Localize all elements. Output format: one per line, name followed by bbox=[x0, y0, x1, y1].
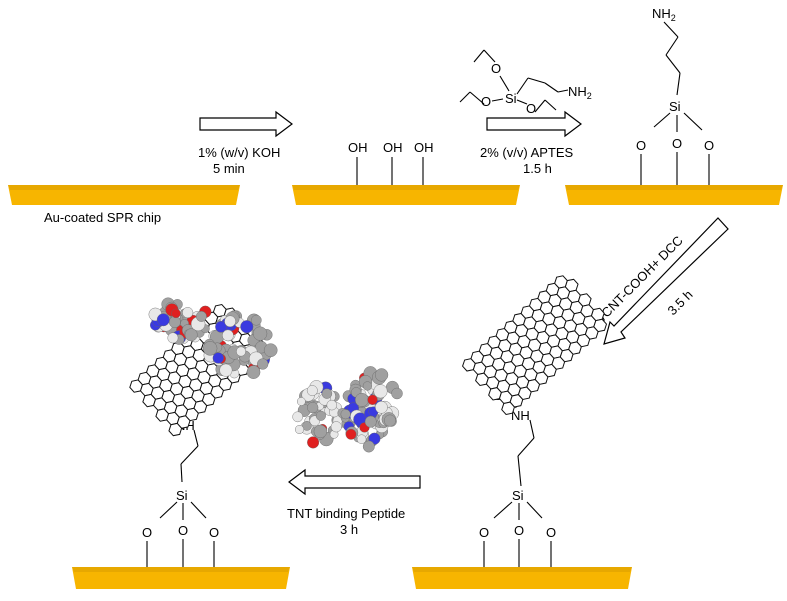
gold-chip-peptide bbox=[72, 567, 290, 589]
cnt-time: 3.5 h bbox=[665, 287, 696, 318]
peptide-label: TNT binding Peptide bbox=[287, 506, 405, 521]
peptide-atom bbox=[373, 384, 388, 399]
peptide-atom bbox=[182, 307, 194, 319]
o-label: O bbox=[209, 525, 219, 540]
nh2-label: NH2 bbox=[568, 84, 592, 101]
oh-label: OH bbox=[383, 140, 403, 155]
peptide-atom bbox=[246, 365, 261, 379]
peptide-atom bbox=[356, 434, 367, 444]
peptide-atom bbox=[307, 436, 320, 449]
o-label: O bbox=[514, 523, 524, 538]
nh-label: NH bbox=[511, 408, 530, 423]
si-label: Si bbox=[505, 91, 517, 106]
o-label: O bbox=[481, 94, 491, 109]
peptide-atom bbox=[253, 326, 268, 341]
peptide-atom bbox=[330, 421, 342, 433]
peptide-atom bbox=[222, 329, 234, 342]
peptide-atom bbox=[202, 341, 218, 356]
peptide-atom bbox=[362, 440, 375, 453]
arrow-peptide bbox=[288, 468, 421, 496]
peptide-atom bbox=[224, 315, 236, 328]
o-label: O bbox=[491, 61, 501, 76]
peptide-atom bbox=[184, 328, 198, 342]
gold-chip-hydroxylated bbox=[292, 185, 520, 205]
peptide-atom bbox=[384, 414, 397, 427]
peptide-atom bbox=[315, 410, 326, 421]
peptide-atom bbox=[375, 400, 388, 414]
o-label: O bbox=[546, 525, 556, 540]
peptide-atom bbox=[345, 428, 357, 440]
peptide-atom bbox=[257, 358, 269, 370]
peptide-atom bbox=[219, 363, 233, 377]
o-label: O bbox=[636, 138, 646, 153]
peptide-atom bbox=[340, 409, 351, 420]
peptide-atom bbox=[391, 387, 403, 400]
arrow-cnt bbox=[603, 217, 729, 345]
peptide-atom bbox=[302, 421, 312, 431]
peptide-time: 3 h bbox=[340, 522, 358, 537]
peptide-atom bbox=[236, 346, 246, 357]
peptide-atom bbox=[171, 308, 181, 319]
carbon-nanotube bbox=[462, 275, 608, 416]
carbon-ring bbox=[593, 318, 608, 333]
peptide-atom bbox=[292, 411, 304, 423]
aptes-surface-linker: NH2 Si O O O bbox=[636, 6, 714, 185]
gold-chip-cnt bbox=[412, 567, 632, 589]
si-label: Si bbox=[176, 488, 188, 503]
peptide-atom bbox=[250, 314, 262, 326]
peptide-atom bbox=[321, 388, 333, 399]
o-label: O bbox=[704, 138, 714, 153]
peptide-atom bbox=[326, 399, 337, 411]
tnt-binding-peptide bbox=[292, 366, 403, 453]
si-label: Si bbox=[512, 488, 524, 503]
peptide-atom bbox=[375, 368, 389, 382]
aptes-label: 2% (v/v) APTES bbox=[480, 145, 574, 160]
arrow-aptes bbox=[486, 110, 582, 138]
peptide-atom bbox=[215, 320, 227, 333]
peptide-atom bbox=[313, 424, 328, 439]
o-label: O bbox=[178, 523, 188, 538]
aptes-molecule: Si O O O NH2 bbox=[459, 49, 592, 116]
o-label: O bbox=[479, 525, 489, 540]
nh2-label: NH2 bbox=[652, 6, 676, 23]
oh-label: OH bbox=[414, 140, 434, 155]
peptide-atom bbox=[362, 381, 373, 391]
chip-label: Au-coated SPR chip bbox=[44, 210, 161, 225]
oh-label: OH bbox=[348, 140, 368, 155]
peptide-atom bbox=[306, 385, 318, 396]
peptide-atom bbox=[212, 352, 224, 364]
koh-label: 1% (w/v) KOH bbox=[198, 145, 280, 160]
gold-chip-aptes bbox=[565, 185, 783, 205]
si-label: Si bbox=[669, 99, 681, 114]
peptide-atom bbox=[168, 316, 181, 328]
peptide-atom bbox=[295, 425, 305, 435]
peptide-atom bbox=[156, 313, 170, 327]
peptide-atom bbox=[354, 392, 369, 407]
peptide-atom bbox=[364, 415, 377, 428]
tnt-binding-peptide bbox=[148, 297, 278, 379]
peptide-atom bbox=[307, 402, 319, 414]
gold-chip-bare bbox=[8, 185, 240, 205]
peptide-atom bbox=[195, 310, 207, 322]
peptide-atom bbox=[167, 332, 179, 344]
hydroxyl-groups: OH OH OH bbox=[348, 140, 434, 185]
o-label: O bbox=[142, 525, 152, 540]
aptes-time: 1.5 h bbox=[523, 161, 552, 176]
koh-time: 5 min bbox=[213, 161, 245, 176]
peptide-atom bbox=[240, 320, 254, 334]
peptide-atom bbox=[263, 343, 278, 358]
o-label: O bbox=[672, 136, 682, 151]
arrow-koh bbox=[199, 110, 293, 138]
peptide-atom bbox=[367, 394, 378, 405]
peptide-atom bbox=[296, 397, 306, 406]
o-label: O bbox=[526, 101, 536, 116]
